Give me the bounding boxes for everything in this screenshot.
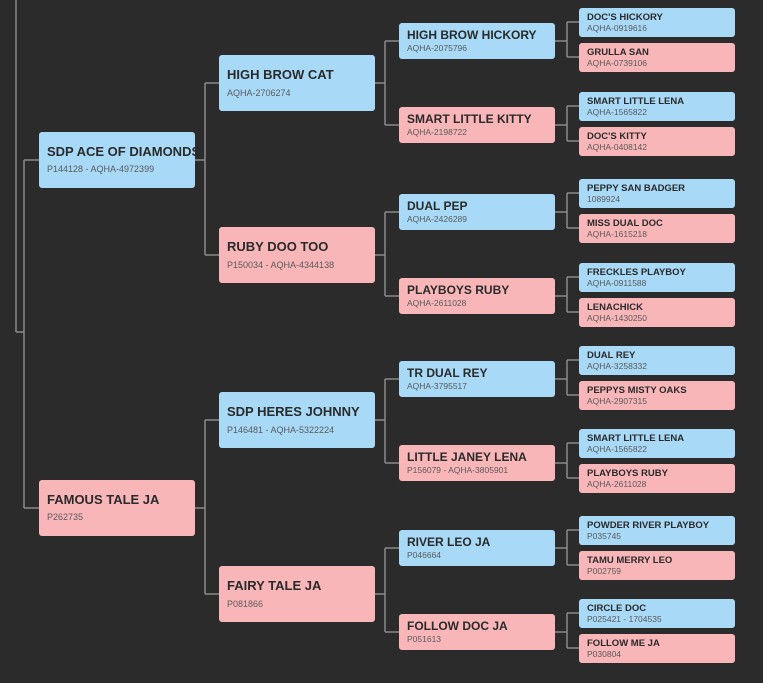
horse-registration: AQHA-3258332 — [587, 361, 648, 371]
horse-name: TAMU MERRY LEO — [587, 555, 673, 566]
horse-registration: AQHA-1565822 — [587, 107, 648, 117]
horse-name: FOLLOW DOC JA — [407, 619, 508, 633]
gen4-box[interactable]: LENACHICK AQHA-1430250 — [579, 298, 735, 327]
sire-dam-box[interactable]: RUBY DOO TOO P150034 - AQHA-4344138 — [219, 227, 375, 283]
horse-name: PEPPYS MISTY OAKS — [587, 385, 687, 396]
gen4-box[interactable]: PEPPYS MISTY OAKS AQHA-2907315 — [579, 381, 735, 410]
horse-registration: AQHA-2611028 — [407, 298, 467, 308]
horse-registration: AQHA-1615218 — [587, 229, 648, 239]
horse-registration: AQHA-2426289 — [407, 214, 468, 224]
gen4-box[interactable]: DUAL REY AQHA-3258332 — [579, 346, 735, 375]
gen3-box[interactable]: PLAYBOYS RUBY AQHA-2611028 — [399, 278, 555, 314]
gen4-box[interactable]: DOC'S HICKORY AQHA-0919616 — [579, 8, 735, 37]
gen3-box[interactable]: DUAL PEP AQHA-2426289 — [399, 194, 555, 230]
gen4-box[interactable]: FOLLOW ME JA P030804 — [579, 634, 735, 663]
horse-registration: AQHA-2075796 — [407, 43, 468, 53]
dam-sire-box[interactable]: SDP HERES JOHNNY P146481 - AQHA-5322224 — [219, 392, 375, 448]
horse-name: GRULLA SAN — [587, 47, 649, 58]
horse-name: DOC'S KITTY — [587, 131, 647, 142]
gen3-box[interactable]: RIVER LEO JA P046664 — [399, 530, 555, 566]
horse-registration: AQHA-2907315 — [587, 396, 648, 406]
horse-name: LENACHICK — [587, 302, 643, 313]
gen4-box[interactable]: SMART LITTLE LENA AQHA-1565822 — [579, 92, 735, 121]
gen4-box[interactable]: TAMU MERRY LEO P002759 — [579, 551, 735, 580]
horse-registration: P081866 — [227, 599, 264, 609]
horse-registration: P146481 - AQHA-5322224 — [227, 425, 335, 435]
gen3-box[interactable]: SMART LITTLE KITTY AQHA-2198722 — [399, 107, 555, 143]
horse-name: FRECKLES PLAYBOY — [587, 267, 686, 278]
horse-registration: P002759 — [587, 566, 622, 576]
horse-registration: AQHA-1565822 — [587, 444, 648, 454]
gen4-box[interactable]: GRULLA SAN AQHA-0739106 — [579, 43, 735, 72]
horse-name: PLAYBOYS RUBY — [407, 283, 510, 297]
horse-name: SMART LITTLE LENA — [587, 96, 685, 107]
sire-box[interactable]: SDP ACE OF DIAMONDS P144128 - AQHA-49723… — [39, 132, 201, 188]
horse-registration: P156079 - AQHA-3805901 — [407, 465, 509, 475]
horse-name: MISS DUAL DOC — [587, 218, 663, 229]
horse-name: FAMOUS TALE JA — [47, 492, 160, 507]
horse-name: PLAYBOYS RUBY — [587, 468, 668, 479]
horse-registration: AQHA-0408142 — [587, 142, 648, 152]
horse-registration: AQHA-2706274 — [227, 88, 291, 98]
horse-registration: P150034 - AQHA-4344138 — [227, 260, 335, 270]
gen4-box[interactable]: CIRCLE DOC P025421 - 1704535 — [579, 599, 735, 628]
horse-registration: P051613 — [407, 634, 442, 644]
gen3-box[interactable]: HIGH BROW HICKORY AQHA-2075796 — [399, 23, 555, 59]
horse-name: PEPPY SAN BADGER — [587, 183, 686, 194]
horse-name: HIGH BROW HICKORY — [407, 28, 537, 42]
horse-registration: AQHA-0739106 — [587, 58, 648, 68]
horse-name: RUBY DOO TOO — [227, 239, 329, 254]
horse-registration: P046664 — [407, 550, 442, 560]
gen3-box[interactable]: TR DUAL REY AQHA-3795517 — [399, 361, 555, 397]
horse-registration: AQHA-0911588 — [587, 278, 647, 288]
horse-registration: P035745 — [587, 531, 622, 541]
horse-name: DOC'S HICKORY — [587, 12, 663, 23]
horse-name: CIRCLE DOC — [587, 603, 647, 614]
horse-name: FAIRY TALE JA — [227, 578, 322, 593]
horse-name: SDP HERES JOHNNY — [227, 404, 360, 419]
horse-registration: 1089924 — [587, 194, 621, 204]
sire-sire-box[interactable]: HIGH BROW CAT AQHA-2706274 — [219, 55, 375, 111]
gen3-box[interactable]: FOLLOW DOC JA P051613 — [399, 614, 555, 650]
horse-name: POWDER RIVER PLAYBOY — [587, 520, 710, 531]
horse-name: FOLLOW ME JA — [587, 638, 660, 649]
horse-registration: P144128 - AQHA-4972399 — [47, 164, 155, 174]
horse-registration: AQHA-1430250 — [587, 313, 648, 323]
gen4-box[interactable]: MISS DUAL DOC AQHA-1615218 — [579, 214, 735, 243]
gen4-box[interactable]: PLAYBOYS RUBY AQHA-2611028 — [579, 464, 735, 493]
horse-registration: AQHA-2611028 — [587, 479, 647, 489]
horse-name: TR DUAL REY — [407, 366, 488, 380]
horse-registration: P262735 — [47, 512, 84, 522]
horse-registration: AQHA-3795517 — [407, 381, 468, 391]
horse-registration: AQHA-0919616 — [587, 23, 648, 33]
horse-registration: P025421 - 1704535 — [587, 614, 662, 624]
gen4-box[interactable]: DOC'S KITTY AQHA-0408142 — [579, 127, 735, 156]
gen4-box[interactable]: FRECKLES PLAYBOY AQHA-0911588 — [579, 263, 735, 292]
horse-name: DUAL PEP — [407, 199, 468, 213]
horse-registration: AQHA-2198722 — [407, 127, 468, 137]
horse-name: LITTLE JANEY LENA — [407, 450, 527, 464]
gen4-box[interactable]: SMART LITTLE LENA AQHA-1565822 — [579, 429, 735, 458]
horse-name: SMART LITTLE KITTY — [407, 112, 532, 126]
horse-name: SMART LITTLE LENA — [587, 433, 685, 444]
gen4-box[interactable]: PEPPY SAN BADGER 1089924 — [579, 179, 735, 208]
horse-registration: P030804 — [587, 649, 622, 659]
gen4-box[interactable]: POWDER RIVER PLAYBOY P035745 — [579, 516, 735, 545]
dam-box[interactable]: FAMOUS TALE JA P262735 — [39, 480, 195, 536]
horse-name: DUAL REY — [587, 350, 636, 361]
horse-name: SDP ACE OF DIAMONDS — [47, 144, 201, 159]
gen3-box[interactable]: LITTLE JANEY LENA P156079 - AQHA-3805901 — [399, 445, 555, 481]
dam-dam-box[interactable]: FAIRY TALE JA P081866 — [219, 566, 375, 622]
horse-name: HIGH BROW CAT — [227, 67, 334, 82]
horse-name: RIVER LEO JA — [407, 535, 491, 549]
